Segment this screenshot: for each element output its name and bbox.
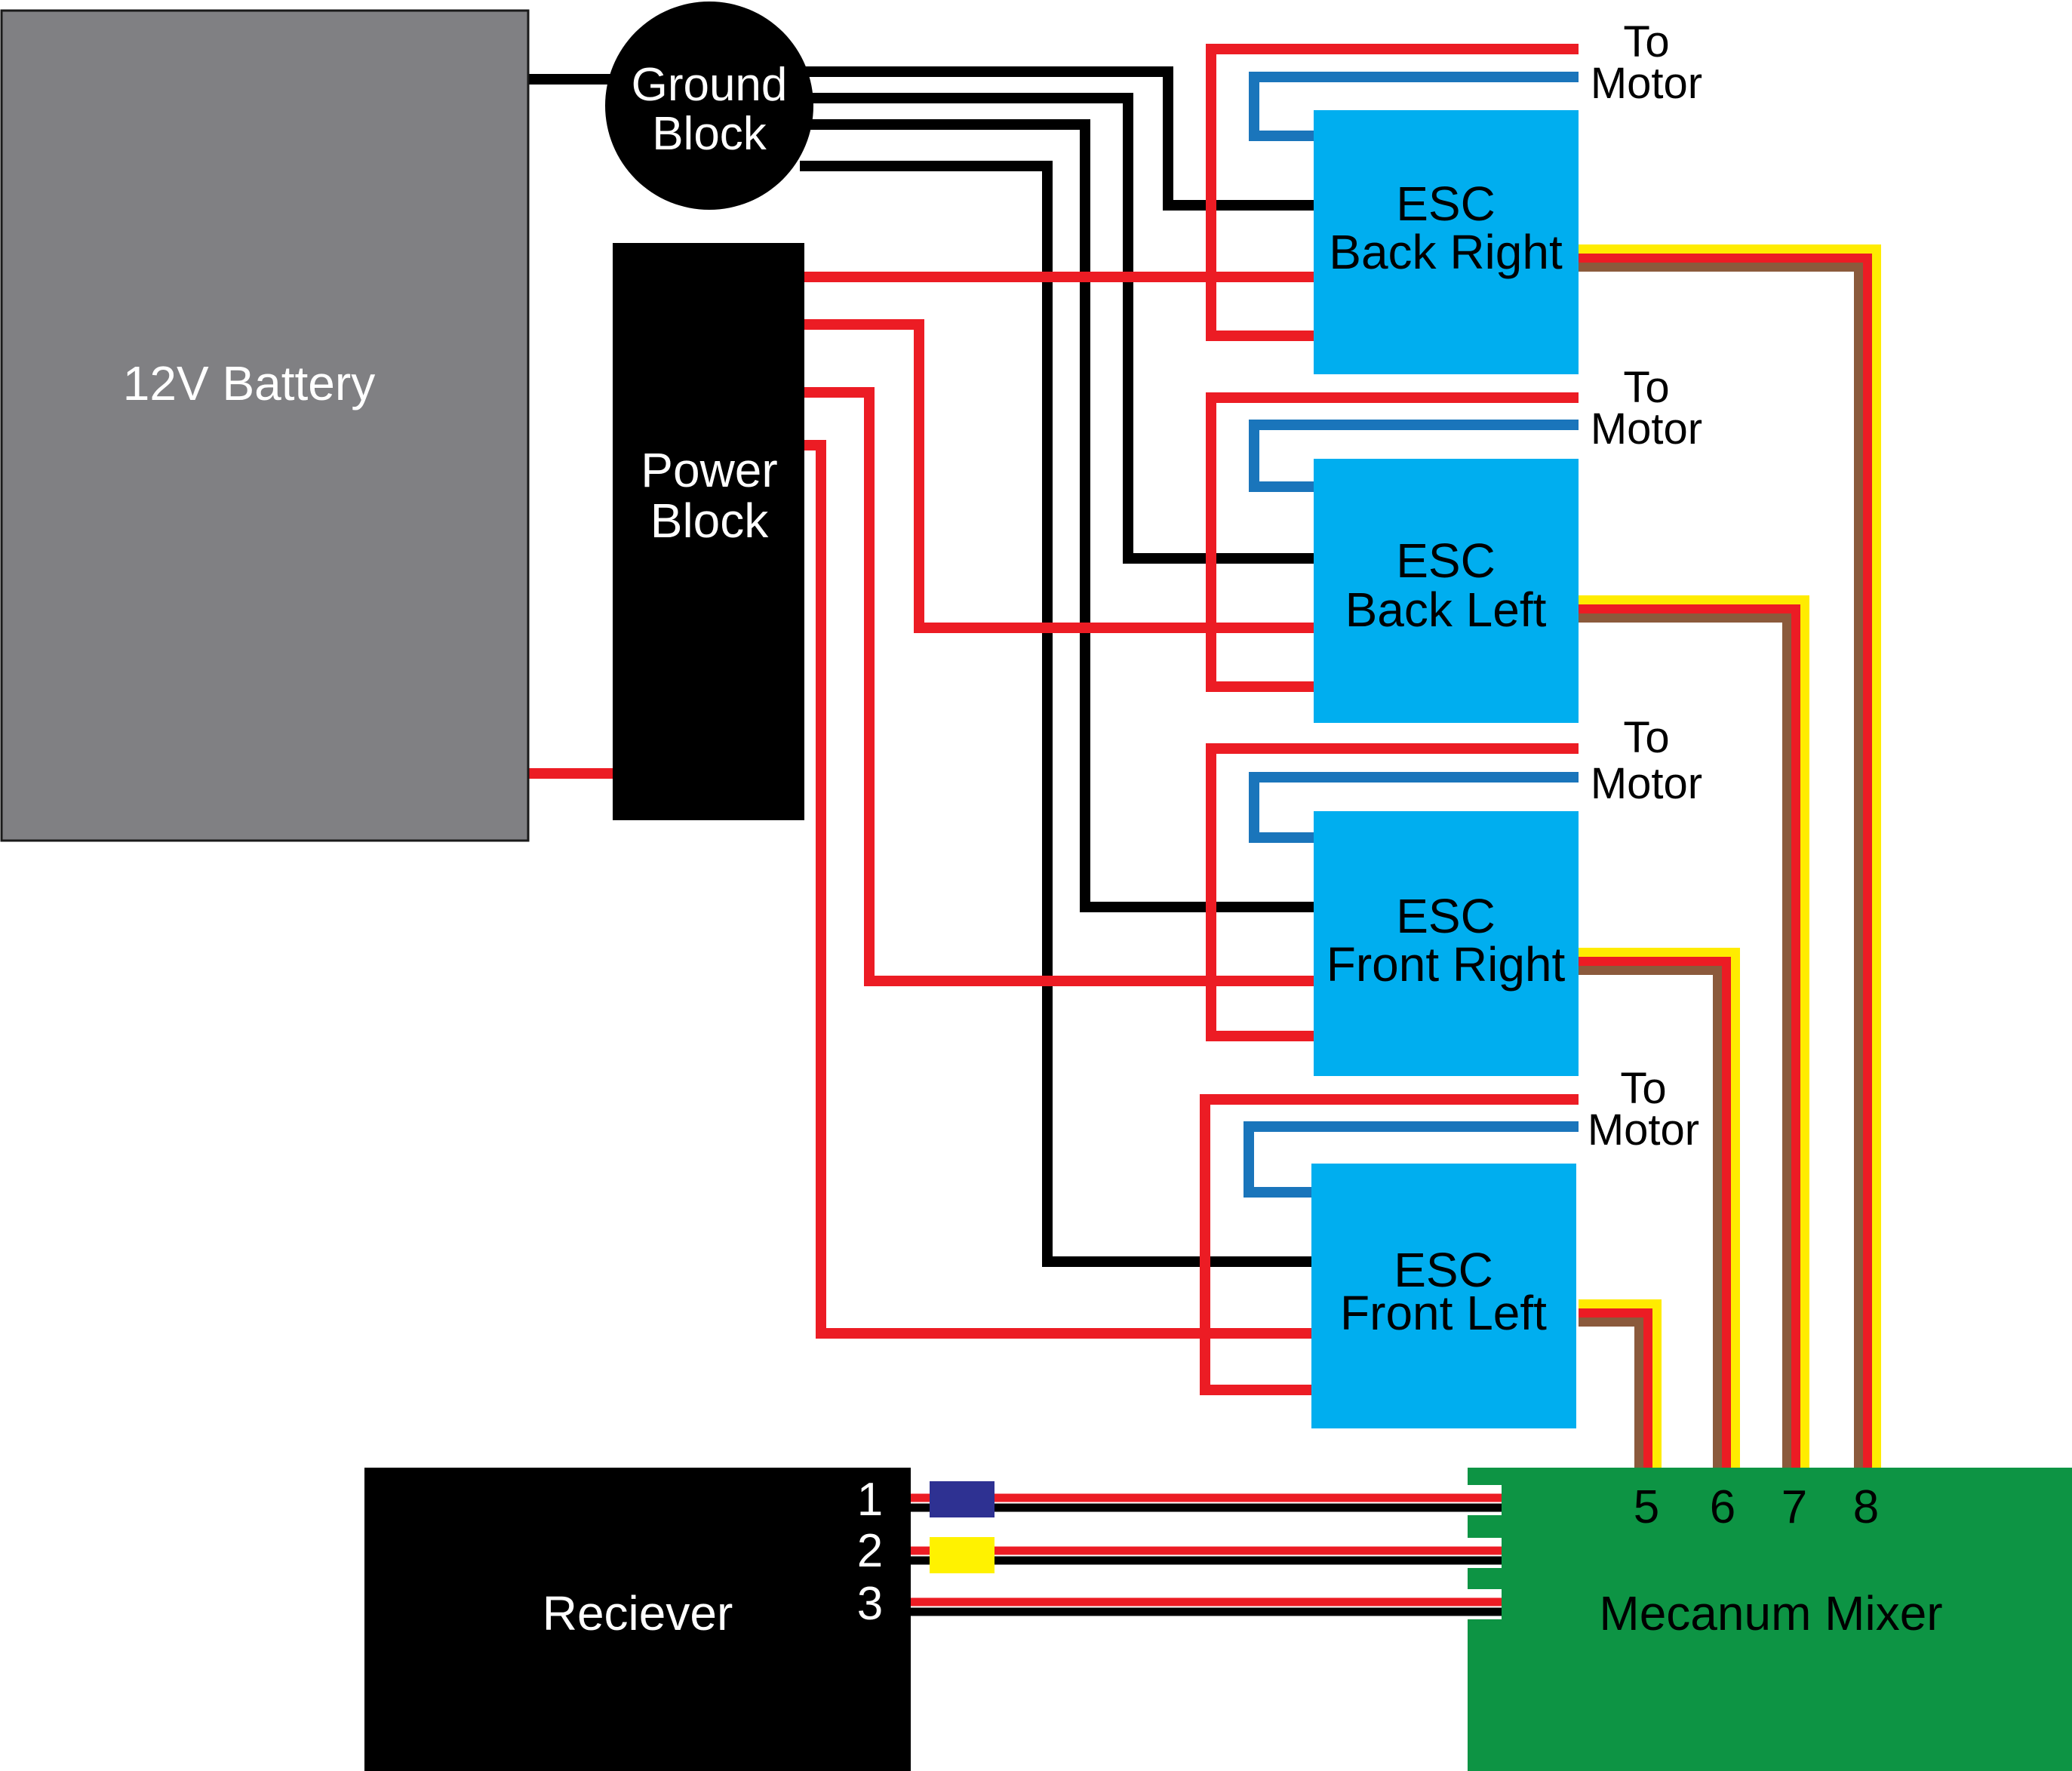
motor-blue-front-left: [1244, 1121, 1579, 1198]
receiver-channel-2: 2: [857, 1525, 883, 1577]
mixer-port-5: 5: [1634, 1481, 1659, 1533]
receiver-label: Reciever: [543, 1586, 733, 1640]
motor-label-line2: Motor: [1591, 59, 1702, 108]
ground-block-body: [605, 2, 813, 210]
esc-front-left-label-line2: Front Left: [1340, 1286, 1547, 1340]
mixer-port-7: 7: [1781, 1481, 1807, 1533]
battery-body: [0, 9, 530, 842]
motor-blue-front-right: [1249, 772, 1579, 843]
esc-back-right: ESC Back Right: [1314, 110, 1579, 374]
esc-front-right-body: [1314, 811, 1579, 1076]
receiver: Reciever 1 2 3: [364, 1468, 911, 1771]
power-wire-front-right: [804, 387, 1314, 986]
ground-wire-front-right: [800, 119, 1314, 912]
mixer-port-8: 8: [1853, 1481, 1879, 1533]
esc-back-left: ESC Back Left: [1314, 459, 1579, 723]
motor-red-front-right: [1206, 743, 1579, 1041]
esc-back-left-label-line2: Back Left: [1345, 583, 1547, 637]
power-wire-front-left: [804, 440, 1314, 1339]
motor-label-line1: To: [1623, 713, 1669, 762]
battery: 12V Battery: [0, 9, 530, 842]
channel-cable-2: [909, 1546, 1502, 1565]
motor-blue-back-right: [1249, 72, 1579, 141]
motor-red-back-left: [1206, 392, 1579, 692]
battery-label: 12V Battery: [123, 356, 375, 410]
power-block: Power Block: [613, 243, 804, 820]
power-block-body: [613, 243, 804, 820]
ground-wire-back-left: [800, 93, 1314, 564]
esc-front-left-label-line1: ESC: [1394, 1243, 1493, 1297]
receiver-channel-3: 3: [857, 1578, 883, 1630]
ground-block-label-line1: Ground: [632, 59, 788, 111]
ground-wire-front-left: [800, 161, 1314, 1267]
esc-front-left-body: [1311, 1164, 1576, 1428]
esc-front-right-label-line1: ESC: [1396, 889, 1496, 943]
mecanum-mixer: Mecanum Mixer 5 6 7 8: [1468, 1468, 2072, 1771]
power-block-label-line2: Block: [650, 493, 770, 548]
motor-red-back-right: [1206, 44, 1579, 341]
channel-cable-1: [909, 1493, 1502, 1512]
mixer-body: [1468, 1468, 2072, 1771]
receiver-channel-1: 1: [857, 1474, 883, 1526]
channel-cable-3: [909, 1597, 1502, 1616]
motor-label-back-right: To Motor: [1591, 17, 1702, 108]
motor-label-line2: Motor: [1591, 759, 1702, 808]
motor-label-line1: To: [1623, 17, 1669, 66]
motor-label-back-left: To Motor: [1591, 363, 1702, 454]
ground-block: Ground Block: [605, 2, 813, 210]
signal-cable-front-right: [1579, 948, 1740, 1468]
esc-back-left-body: [1314, 459, 1579, 723]
esc-back-right-label-line1: ESC: [1396, 177, 1496, 231]
ground-wire-back-right: [800, 66, 1314, 211]
motor-label-line1: To: [1620, 1064, 1666, 1113]
esc-back-right-body: [1314, 110, 1579, 374]
wires: [528, 44, 1881, 1616]
signal-cable-back-left: [1579, 595, 1809, 1468]
signal-cable-back-right: [1579, 244, 1881, 1468]
motor-red-front-left: [1200, 1094, 1579, 1395]
motor-label-front-right: To Motor: [1591, 713, 1702, 808]
esc-front-right-label-line2: Front Right: [1327, 937, 1566, 992]
signal-cable-front-left: [1579, 1299, 1662, 1468]
power-wire-back-left: [804, 319, 1314, 633]
mixer-label: Mecanum Mixer: [1599, 1586, 1942, 1640]
motor-blue-back-left: [1249, 420, 1579, 492]
connector-blue: [930, 1481, 994, 1517]
receiver-body: [364, 1468, 911, 1771]
motor-label-line1: To: [1623, 363, 1669, 412]
motor-label-line2: Motor: [1591, 404, 1702, 454]
motor-label-front-left: To Motor: [1588, 1064, 1699, 1155]
esc-front-left: ESC Front Left: [1311, 1164, 1576, 1428]
esc-front-right: ESC Front Right: [1314, 811, 1579, 1076]
mixer-port-6: 6: [1710, 1481, 1735, 1533]
esc-back-left-label-line1: ESC: [1396, 533, 1496, 588]
connector-yellow: [930, 1537, 994, 1573]
esc-back-right-label-line2: Back Right: [1329, 225, 1563, 279]
motor-label-line2: Motor: [1588, 1105, 1699, 1155]
power-block-label-line1: Power: [641, 443, 777, 497]
ground-block-label-line2: Block: [652, 108, 767, 160]
